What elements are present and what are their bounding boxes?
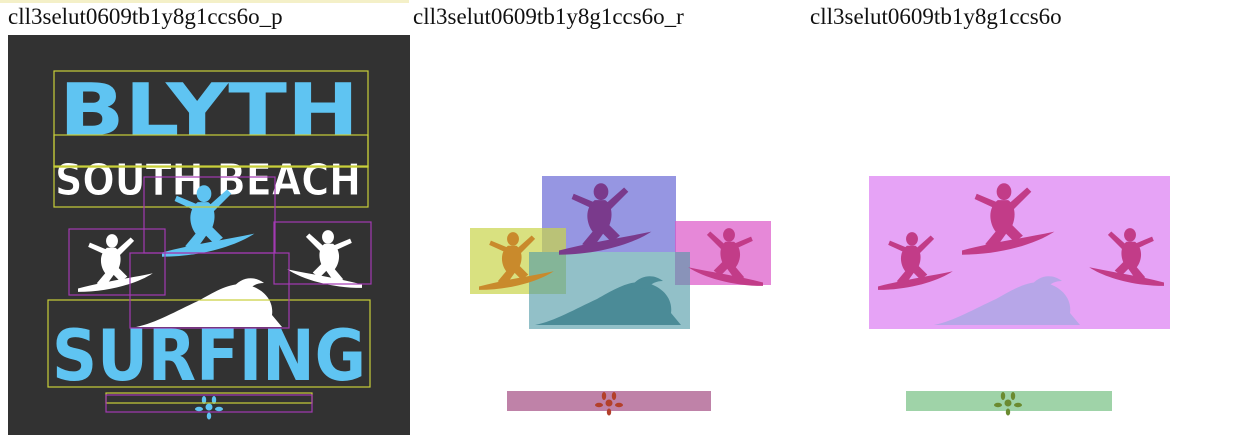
artwork-line-surfing: SURFING (52, 315, 366, 397)
box-ornament-outer (105, 394, 313, 413)
design-canvas: BLYTH SOUTH BEACH SURFING (47, 68, 372, 420)
box-surfing (47, 299, 371, 388)
box-surfer-left (68, 228, 166, 296)
panel-output (818, 35, 1220, 435)
panel-regions (415, 35, 817, 435)
box-blyth-inner (53, 134, 369, 168)
caption-left: cll3selut0609tb1y8g1ccs6o_p (8, 4, 283, 29)
box-south-beach (53, 165, 369, 208)
flower-ornament (195, 396, 223, 420)
caption-right: cll3selut0609tb1y8g1ccs6o (810, 4, 1062, 29)
regions-canvas (470, 176, 771, 416)
panel-prediction: BLYTH SOUTH BEACH SURFING (8, 35, 410, 435)
surfer-right-graphic (287, 230, 362, 288)
artwork-line-south-beach: SOUTH BEACH (55, 155, 361, 206)
artwork-text: BLYTH SOUTH BEACH SURFING (52, 68, 366, 397)
artwork-line-blyth: BLYTH (59, 68, 359, 152)
box-wave (129, 252, 290, 329)
output-canvas (869, 176, 1170, 416)
caption-middle: cll3selut0609tb1y8g1ccs6o_r (413, 4, 684, 29)
purple-boxes (68, 176, 372, 413)
top-divider (0, 0, 409, 3)
surfer-left-graphic (78, 234, 153, 292)
